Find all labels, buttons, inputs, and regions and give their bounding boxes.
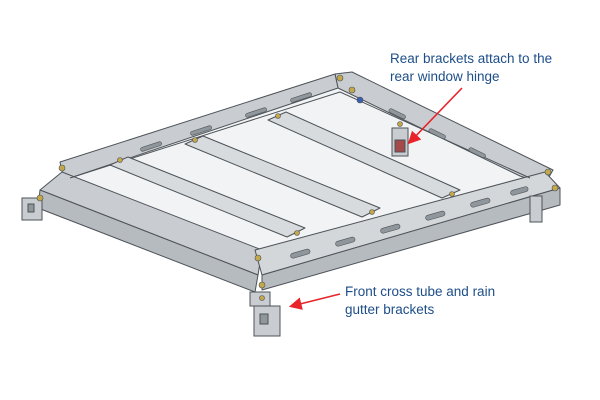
rear-bracket-arrow (407, 87, 463, 145)
inner-rail-line (69, 91, 531, 179)
rack-frame (37, 71, 561, 293)
front-bracket-callout-line-1: Front cross tube and rain (345, 284, 496, 299)
hinge-pin (356, 96, 364, 104)
rear-bracket-callout: Rear brackets attach to the rear window … (390, 50, 552, 86)
front-bracket-center (249, 291, 281, 337)
rear-bracket-callout-line-2: rear window hinge (390, 69, 500, 84)
rail-slots (140, 92, 529, 259)
front-bracket-callout-line-2: gutter brackets (345, 302, 435, 317)
front-bracket-callout: Front cross tube and rain gutter bracket… (345, 283, 495, 319)
front-bracket-arrow (288, 293, 341, 310)
bolts (36, 74, 559, 301)
rear-bracket (391, 127, 409, 157)
rear-right-bracket (529, 195, 543, 223)
rear-bracket-callout-line-1: Rear brackets attach to the (390, 51, 553, 66)
front-bracket-left (21, 197, 43, 221)
